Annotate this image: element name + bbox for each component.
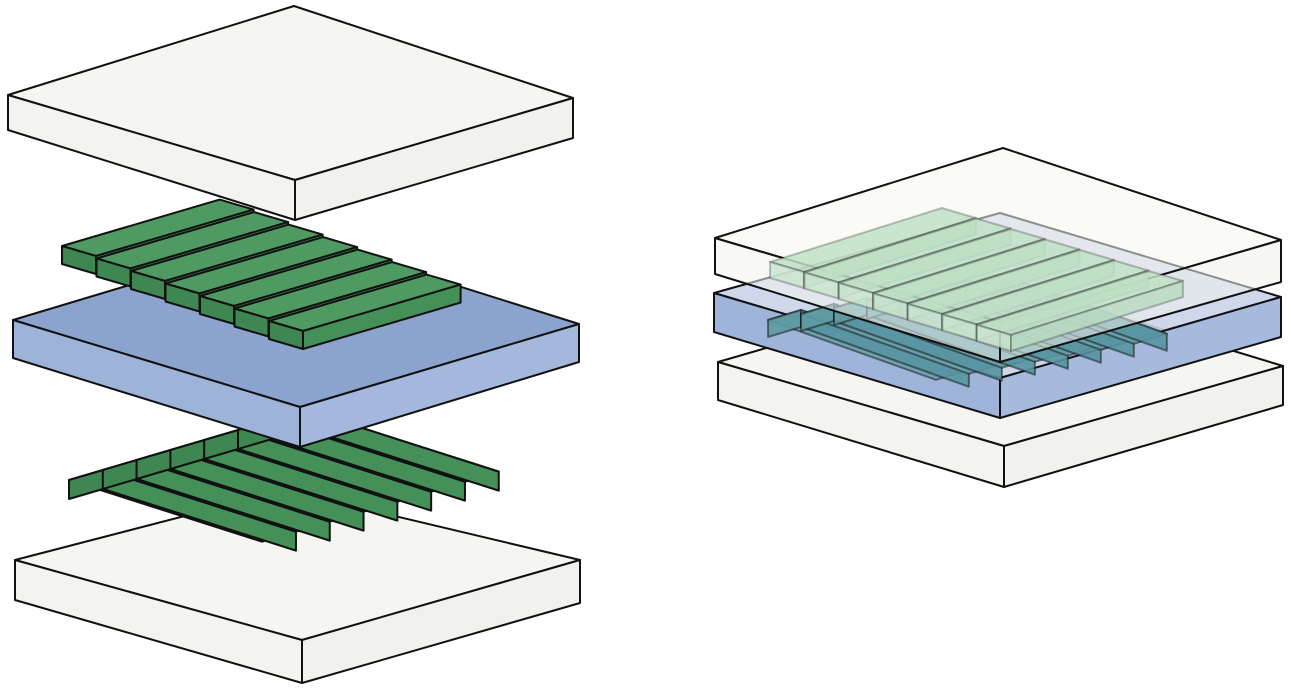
top-electrodes xyxy=(61,198,462,350)
top-plate-right-face xyxy=(294,97,574,221)
bottom-plate-right-face xyxy=(301,559,581,684)
bottom-plate xyxy=(14,489,581,684)
assembled-upper-electrode-7 xyxy=(976,270,1184,352)
assembled-bottom-plate-right-face xyxy=(1003,365,1284,488)
assembled-middle-layer-right-face xyxy=(999,296,1282,419)
bottom-electrode-1-end xyxy=(68,469,104,500)
middle-layer-right-face xyxy=(299,323,580,448)
top-electrode-7 xyxy=(268,273,462,350)
bottom-electrodes xyxy=(68,409,500,552)
top-electrode-7-side xyxy=(302,283,462,350)
assembled-view xyxy=(713,147,1284,488)
assembled-upper-electrodes xyxy=(769,207,1184,352)
bottom-electrode-4 xyxy=(169,439,399,522)
assembled-upper-electrode-7-side xyxy=(1010,280,1184,352)
exploded-view xyxy=(7,5,581,684)
top-plate xyxy=(7,5,574,221)
